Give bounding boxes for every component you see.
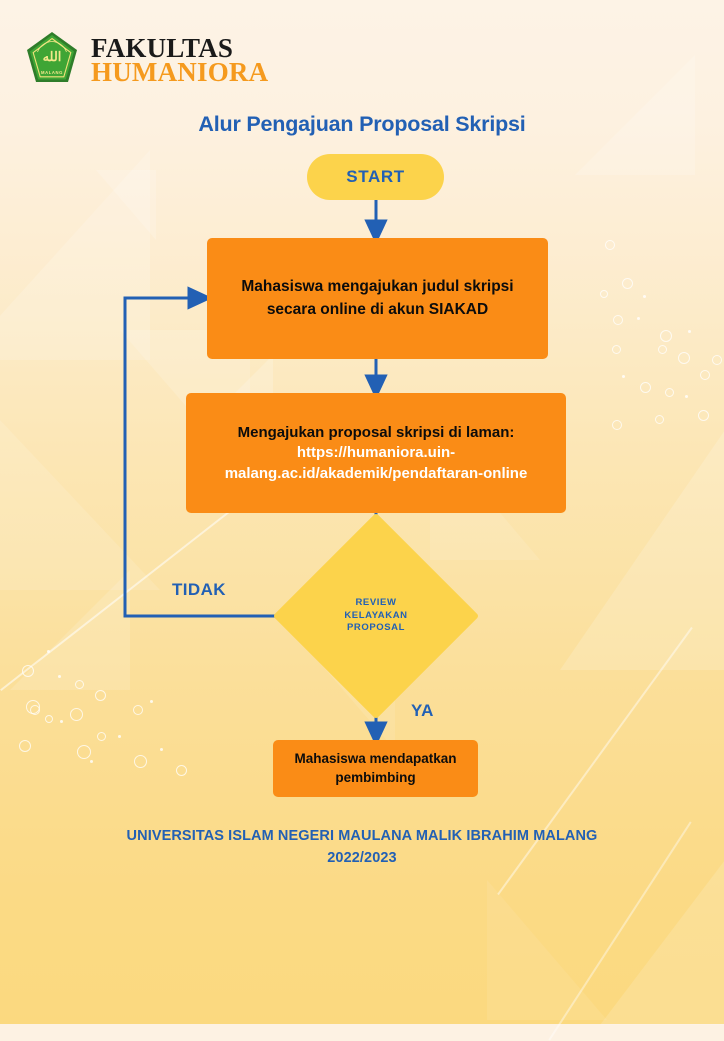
brand-faculty-line1: FAKULTAS (91, 32, 234, 63)
footer-line2: 2022/2023 (327, 849, 397, 866)
svg-text:MALANG: MALANG (41, 70, 63, 75)
page-title: Alur Pengajuan Proposal Skripsi (198, 112, 526, 136)
flow-node-step3[interactable]: Mahasiswa mendapatkan pembimbing (273, 740, 478, 797)
brand-logo-block: الله MALANG FAKULTAS HUMANIORA (24, 30, 268, 88)
flow-node-step2[interactable]: Mengajukan proposal skripsi di laman: ht… (186, 393, 566, 513)
flow-node-step1-label: Mahasiswa mengajukan judul skripsi secar… (241, 278, 514, 318)
flow-node-start[interactable]: START (307, 154, 444, 200)
flow-node-decision[interactable]: REVIEW KELAYAKAN PROPOSAL (272, 512, 480, 720)
flow-node-decision-label: REVIEW KELAYAKAN PROPOSAL (303, 543, 449, 689)
branch-label-yes: YA (411, 701, 434, 720)
flow-node-step3-label: Mahasiswa mendapatkan pembimbing (294, 750, 457, 785)
flow-node-step1[interactable]: Mahasiswa mengajukan judul skripsi secar… (207, 238, 548, 359)
brand-wordmark: FAKULTAS HUMANIORA (91, 33, 268, 86)
decision-label-line2: KELAYAKAN (344, 609, 408, 621)
flow-node-step2-url[interactable]: https://humaniora.uin-malang.ac.id/akade… (224, 444, 528, 482)
branch-label-no: TIDAK (172, 580, 226, 599)
flow-node-start-label: START (346, 167, 405, 186)
decision-label-line1: REVIEW (355, 596, 397, 608)
decision-label-line3: PROPOSAL (346, 622, 406, 634)
brand-faculty-line2: HUMANIORA (91, 56, 269, 87)
flow-node-step2-heading: Mengajukan proposal skripsi di laman: (237, 424, 515, 442)
footer: UNIVERSITAS ISLAM NEGERI MAULANA MALIK I… (0, 826, 724, 870)
uin-shield-logo-icon: الله MALANG (24, 30, 80, 88)
footer-line1: UNIVERSITAS ISLAM NEGERI MAULANA MALIK I… (126, 828, 598, 844)
svg-text:الله: الله (43, 49, 62, 64)
